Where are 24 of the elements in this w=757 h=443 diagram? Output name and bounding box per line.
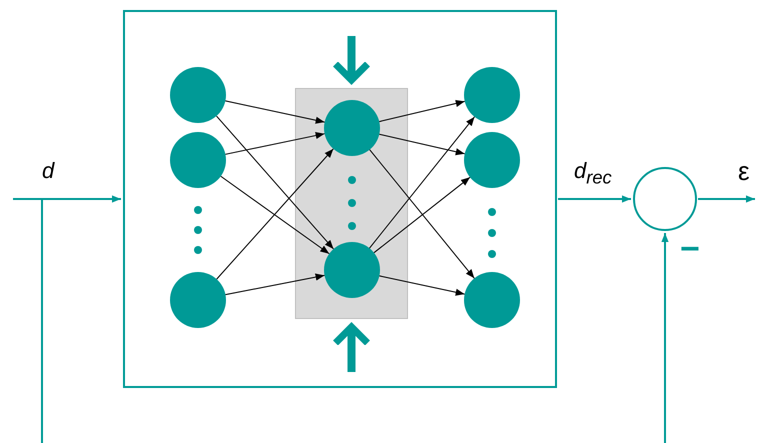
edge-label: d$_{rec}$ [572,160,614,187]
neuron-circle [464,132,520,188]
encoder-frame [123,10,557,388]
arrow [224,100,326,124]
arrow [13,195,121,203]
bottleneck-panel [295,88,408,319]
arrow [220,176,330,254]
arrow [374,176,470,254]
neuron-circle [324,242,380,298]
chevron-arrow [332,324,371,372]
arrow [369,116,475,249]
arrow [558,195,631,203]
arrow [698,195,755,203]
arrow [216,148,334,280]
arrow [378,134,466,156]
arrow [224,274,326,296]
arrow [216,116,334,250]
arrow [224,132,326,155]
arrow [369,149,475,279]
arrow [378,100,466,122]
arrow [41,199,669,443]
chevron-arrow [332,36,371,84]
arrow [378,275,466,296]
sign-label: − [679,232,701,266]
